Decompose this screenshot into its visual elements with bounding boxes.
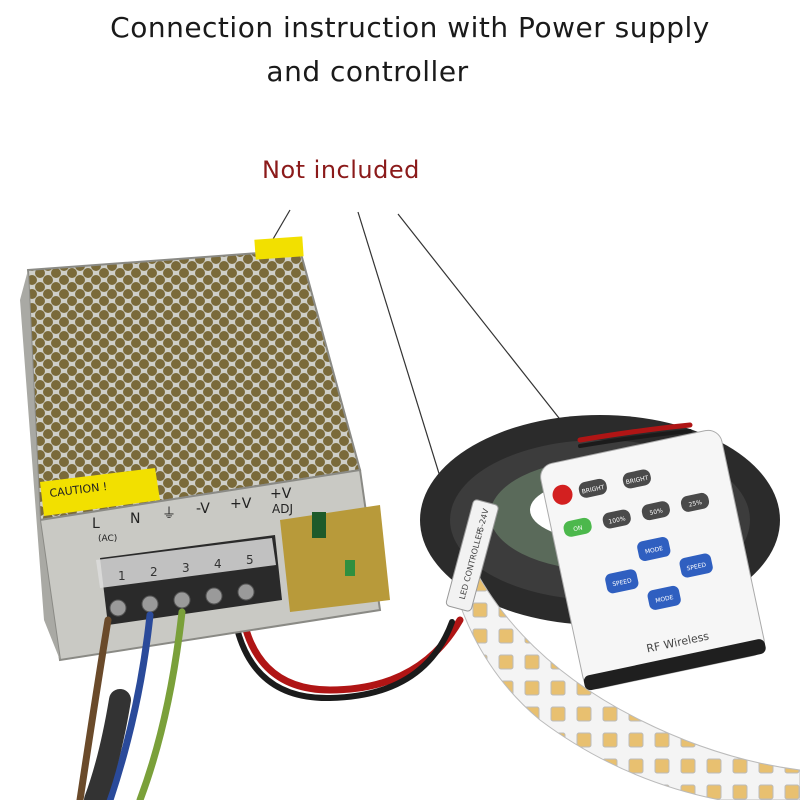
terminal-block: 1 2 3 4 5 [96, 535, 282, 625]
terminal-number-1: 1 [118, 569, 126, 583]
terminal-plus-v: +V [230, 496, 252, 512]
remote-btn-mode-up: MODE [644, 545, 664, 556]
remote-btn-bright-down: BRIGHT [625, 475, 649, 487]
heading-line-2: and controller [266, 55, 469, 88]
remote-btn-100: 100% [608, 515, 627, 525]
terminal-labels: L N ⏚ -V +V +V (AC) ADJ [92, 486, 293, 544]
terminal-plus-v-adj: +V [270, 486, 292, 502]
heading-line-1: Connection instruction with Power supply [110, 11, 710, 44]
remote-btn-speed-up: SPEED [686, 561, 707, 572]
remote-btn-speed-down: SPEED [612, 577, 633, 588]
remote-btn-bright-up: BRIGHT [581, 484, 605, 496]
terminal-ground: ⏚ [162, 506, 176, 522]
power-supply: CAUTION ! L N ⏚ -V +V +V (AC) ADJ 1 2 3 … [20, 236, 390, 662]
pcb [280, 505, 390, 612]
output-wire [229, 422, 693, 702]
terminal-number-4: 4 [214, 557, 222, 571]
remote-btn-mode-down: MODE [655, 594, 675, 605]
ac-label: (AC) [98, 534, 117, 544]
terminal-number-2: 2 [150, 565, 158, 579]
remote-btn-on: ON [573, 524, 583, 533]
heading: Connection instruction with Power supply… [0, 6, 800, 94]
terminal-number-3: 3 [182, 561, 190, 575]
terminal-minus-v: -V [196, 501, 210, 517]
terminal-n: N [130, 511, 140, 527]
rf-remote: BRIGHT BRIGHT ON 100% 50% 25% MODE SPEED… [540, 429, 766, 691]
caution-label: CAUTION ! [40, 468, 160, 516]
terminal-number-5: 5 [246, 553, 254, 567]
power-icon [552, 484, 573, 505]
led-strip [454, 558, 800, 800]
remote-btn-50: 50% [649, 507, 664, 517]
adj-label: ADJ [272, 502, 293, 516]
ac-input-cable [76, 608, 186, 800]
not-included-note: Not included [262, 156, 420, 184]
terminal-l: L [92, 516, 100, 532]
remote-btn-25: 25% [688, 499, 703, 509]
